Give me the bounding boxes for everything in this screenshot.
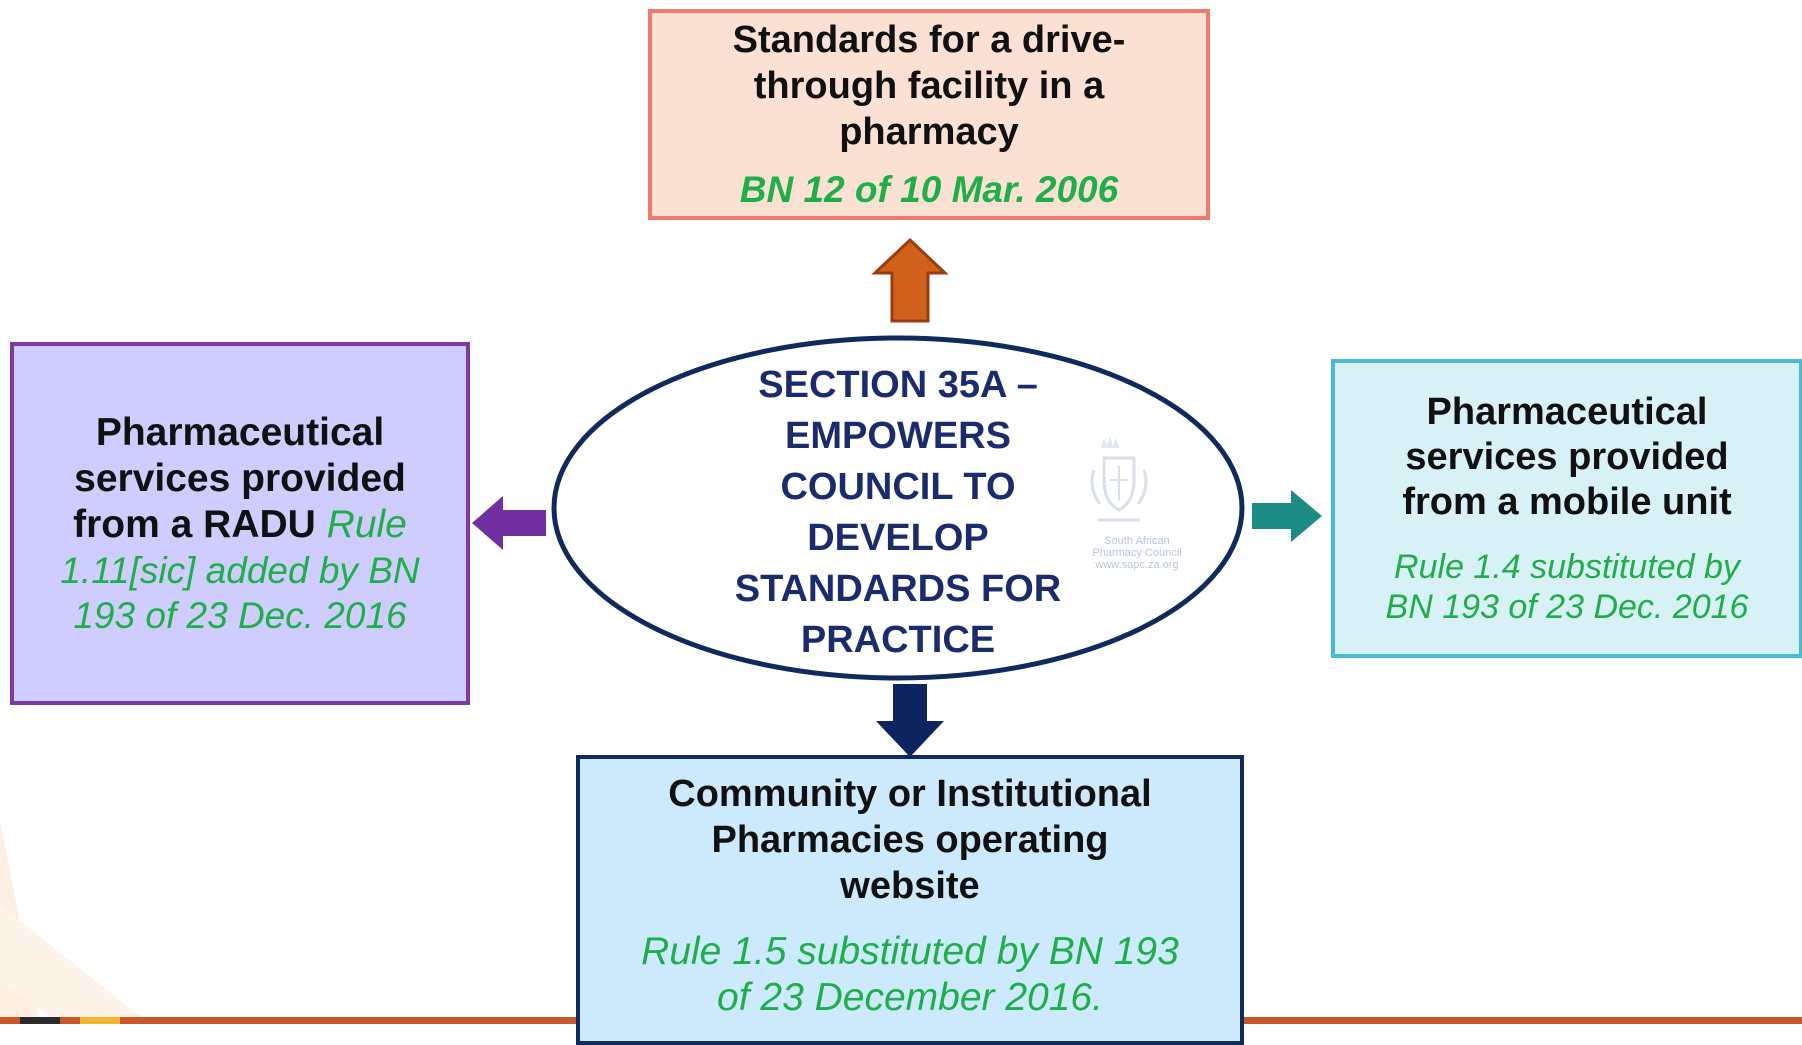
- title-line: services provided: [74, 456, 406, 500]
- title-line: website: [840, 865, 980, 907]
- footer-bar-yellow: [80, 1017, 120, 1024]
- reference-line: Rule 1.4 substituted by: [1394, 548, 1740, 586]
- reference-line: BN 193 of 23 Dec. 2016: [1385, 588, 1749, 626]
- connector-arrows: [472, 237, 1322, 757]
- right-box-reference: Rule 1.4 substituted by BN 193 of 23 Dec…: [1386, 547, 1749, 627]
- watermark-text: South African Pharmacy Council www.sapc.…: [1082, 535, 1192, 571]
- right-box-title: Pharmaceutical services provided from a …: [1402, 390, 1731, 525]
- center-ellipse: [551, 335, 1245, 681]
- footer-bar-dark: [20, 1017, 60, 1024]
- center-line: STANDARDS FOR: [734, 568, 1062, 610]
- center-line: PRACTICE: [800, 619, 996, 661]
- top-box-title: Standards for a drive- through facility …: [733, 17, 1126, 155]
- title-line: Pharmaceutical: [95, 410, 385, 454]
- pharmacy-council-crest-icon: [1090, 436, 1148, 522]
- watermark-line: Pharmacy Council: [1092, 547, 1182, 559]
- title-line: Standards for a drive-: [732, 19, 1126, 61]
- arrow-up-to-top-box: [871, 237, 949, 323]
- left-box-reference: 1.11[sic] added by BN 193 of 23 Dec. 201…: [60, 548, 419, 638]
- title-line: Pharmacies operating: [711, 819, 1109, 861]
- title-line: Community or Institutional: [668, 773, 1152, 815]
- reference-line: Rule 1.5 substituted by BN 193: [641, 930, 1179, 973]
- left-box-radu: Pharmaceutical services provided from a …: [10, 342, 470, 705]
- title-line-with-reference: from a RADU Rule: [73, 502, 407, 548]
- title-line: through facility in a: [753, 65, 1105, 107]
- center-node-text: SECTION 35A – EMPOWERS COUNCIL TO DEVELO…: [700, 360, 1096, 666]
- center-line: SECTION 35A –: [758, 364, 1038, 406]
- watermark-line: South African: [1104, 535, 1170, 547]
- bottom-box-reference: Rule 1.5 substituted by BN 193 of 23 Dec…: [641, 929, 1179, 1021]
- left-box-title: Pharmaceutical services provided from a …: [73, 410, 407, 548]
- reference-line: of 23 December 2016.: [717, 976, 1103, 1019]
- title-tail: from a RADU: [73, 502, 316, 546]
- reference-line: 1.11[sic] added by BN: [60, 549, 420, 591]
- bottom-box-title: Community or Institutional Pharmacies op…: [668, 771, 1151, 909]
- title-line: services provided: [1405, 436, 1729, 478]
- inline-reference: Rule: [326, 502, 407, 546]
- right-box-mobile-unit: Pharmaceutical services provided from a …: [1331, 359, 1802, 658]
- arrow-right-to-right-box: [1252, 490, 1322, 542]
- title-line: from a mobile unit: [1402, 481, 1732, 523]
- center-line: EMPOWERS: [785, 415, 1011, 457]
- watermark-line: www.sapc.za.org: [1095, 559, 1179, 571]
- title-line: pharmacy: [839, 111, 1019, 153]
- arrow-left-to-left-box: [472, 496, 546, 550]
- title-line: Pharmaceutical: [1426, 391, 1708, 433]
- center-line: COUNCIL TO: [780, 466, 1016, 508]
- reference-line: 193 of 23 Dec. 2016: [73, 594, 407, 636]
- bottom-box-website: Community or Institutional Pharmacies op…: [576, 755, 1244, 1045]
- top-box-reference: BN 12 of 10 Mar. 2006: [739, 169, 1119, 210]
- orange-diagonal-stripe-2: [0, 905, 150, 1024]
- center-line: DEVELOP: [807, 517, 989, 559]
- top-box-drive-through: Standards for a drive- through facility …: [648, 9, 1210, 220]
- arrow-down-to-bottom-box: [876, 684, 944, 757]
